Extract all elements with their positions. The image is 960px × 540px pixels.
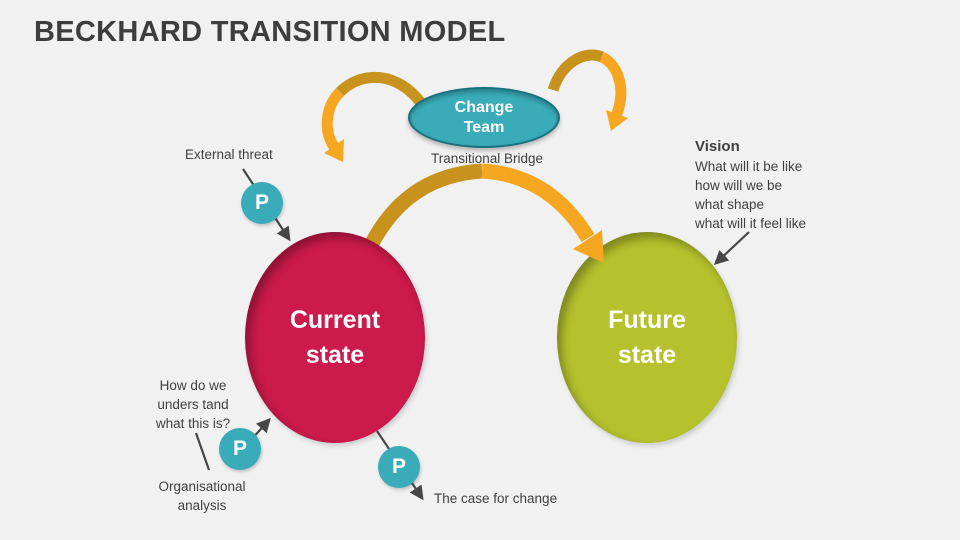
vision-line: what shape — [695, 197, 765, 212]
future-state-label: Future state — [608, 305, 686, 369]
p-circle-understand: P — [219, 428, 261, 470]
left-hook-arrowhead-icon — [324, 139, 344, 162]
left-hook-arrow-orange — [321, 88, 345, 152]
bridge-arc-left — [358, 163, 483, 262]
vision-title: Vision — [695, 138, 740, 155]
external-threat-label: External threat — [185, 147, 273, 162]
left-hook-arrow-dark — [336, 71, 426, 107]
case-for-change-label: The case for change — [434, 491, 558, 506]
slide-title: BECKHARD TRANSITION MODEL — [34, 16, 506, 48]
vision-arrow — [713, 231, 750, 265]
future-state-ellipse: Future state — [557, 232, 737, 443]
vision-line: What will it be like — [695, 159, 803, 174]
right-hook-arrow-orange — [599, 52, 627, 119]
change-team-label: Change Team — [454, 98, 514, 136]
organisational-connector-line — [194, 432, 211, 471]
transitional-bridge-label: Transitional Bridge — [430, 151, 544, 166]
bridge-arc-right — [481, 163, 595, 242]
understand-label: How do we unders tand what this is? — [155, 378, 231, 431]
p-circle-external-threat: P — [241, 182, 283, 224]
p-circle-case-for-change: P — [378, 446, 420, 488]
organisational-analysis-label: Organisational analysis — [158, 479, 246, 513]
right-hook-arrowhead-icon — [606, 110, 628, 131]
vision-line: how will we be — [695, 178, 783, 193]
right-hook-arrow-dark — [547, 49, 605, 92]
current-state-label: Current state — [289, 305, 381, 369]
vision-block: Vision What will it be like how will we … — [695, 137, 895, 233]
current-state-ellipse: Current state — [245, 232, 425, 443]
change-team-ellipse: Change Team — [408, 87, 560, 148]
vision-line: what will it feel like — [695, 216, 807, 231]
